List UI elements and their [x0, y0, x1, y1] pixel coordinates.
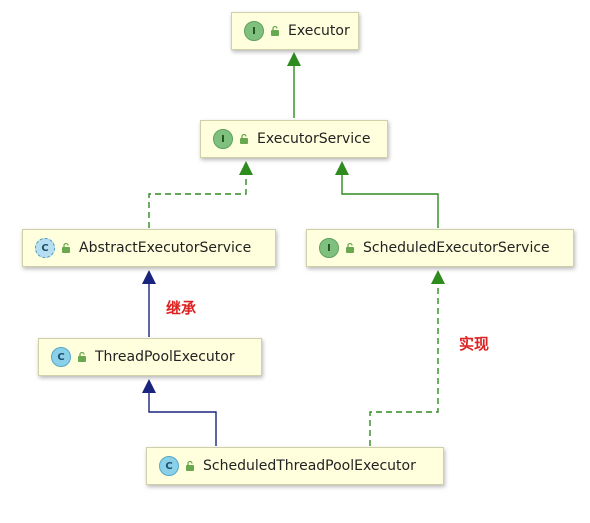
edge-abstractexecutorservice-to-executorservice: [148, 175, 247, 228]
abstract-class-icon: C: [35, 238, 55, 258]
public-lock-icon: [346, 242, 354, 253]
node-threadpoolexecutor-label: ThreadPoolExecutor: [95, 349, 235, 365]
node-executorservice-label: ExecutorService: [257, 131, 371, 147]
node-executor-label: Executor: [288, 23, 350, 39]
node-executor[interactable]: I Executor: [231, 12, 359, 50]
public-lock-icon: [78, 351, 86, 362]
arrowhead-scheduledexecutorservice: [431, 270, 445, 284]
node-executorservice[interactable]: I ExecutorService: [200, 120, 388, 158]
interface-icon: I: [213, 129, 233, 149]
interface-icon: I: [244, 21, 264, 41]
node-scheduledthreadpoolexecutor[interactable]: C ScheduledThreadPoolExecutor: [146, 447, 444, 485]
arrowhead-executor: [287, 52, 301, 66]
public-lock-icon: [62, 242, 70, 253]
edge-scheduledthreadpoolexecutor-to-scheduledexecutorservice: [369, 284, 439, 446]
arrowhead-executorservice-left: [239, 161, 253, 175]
class-icon: C: [51, 347, 71, 367]
edge-scheduledexecutorservice-to-executorservice: [341, 175, 439, 228]
interface-icon: I: [319, 238, 339, 258]
node-scheduledexecutorservice[interactable]: I ScheduledExecutorService: [306, 229, 574, 267]
node-threadpoolexecutor[interactable]: C ThreadPoolExecutor: [38, 338, 262, 376]
arrowhead-executorservice-right: [335, 161, 349, 175]
node-scheduledexecutorservice-label: ScheduledExecutorService: [363, 240, 550, 256]
node-scheduledthreadpoolexecutor-label: ScheduledThreadPoolExecutor: [203, 458, 416, 474]
public-lock-icon: [271, 25, 279, 36]
edge-label-implement: 实现: [459, 335, 490, 353]
class-icon: C: [159, 456, 179, 476]
arrowhead-abstractexecutorservice: [142, 270, 156, 284]
edge-label-inherit: 继承: [166, 299, 197, 317]
edge-scheduledthreadpoolexecutor-to-threadpoolexecutor: [148, 393, 217, 446]
public-lock-icon: [240, 133, 248, 144]
node-abstractexecutorservice[interactable]: C AbstractExecutorService: [22, 229, 276, 267]
node-abstractexecutorservice-label: AbstractExecutorService: [79, 240, 252, 256]
public-lock-icon: [186, 460, 194, 471]
arrowhead-threadpoolexecutor: [142, 379, 156, 393]
